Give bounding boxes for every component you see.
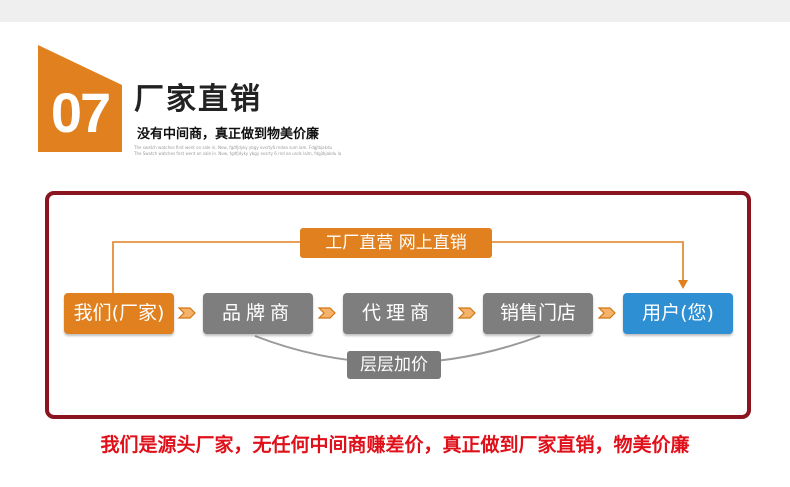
node-user: 用户(您) xyxy=(623,293,733,334)
chevron-right-icon xyxy=(177,307,196,319)
markup-label: 层层加价 xyxy=(347,351,441,379)
fine-print-line-1: The swatch watches first went on sale in… xyxy=(134,145,333,150)
badge-shape xyxy=(38,45,122,152)
chevron-right-icon xyxy=(317,307,336,319)
top-band xyxy=(0,0,790,22)
chevron-right-icon xyxy=(597,307,616,319)
section-number: 07 xyxy=(50,81,111,144)
section-title: 厂家直销 xyxy=(134,82,262,117)
direct-sales-label: 工厂直营 网上直销 xyxy=(300,228,492,258)
fine-print-line-2: The Swatch watches first went on sale in… xyxy=(134,151,342,156)
section-number-badge: 07 xyxy=(38,45,122,152)
footer-slogan: 我们是源头厂家，无任何中间商赚差价，真正做到厂家直销，物美价廉 xyxy=(100,434,690,456)
node-factory: 我们(厂家) xyxy=(64,293,174,334)
node-agent: 代理商 xyxy=(343,293,453,334)
node-brand: 品牌商 xyxy=(203,293,313,334)
direct-route-arrowhead-icon xyxy=(678,280,688,289)
section-subtitle: 没有中间商，真正做到物美价廉 xyxy=(137,127,320,142)
chevron-right-icon xyxy=(457,307,476,319)
node-store: 销售门店 xyxy=(483,293,593,334)
